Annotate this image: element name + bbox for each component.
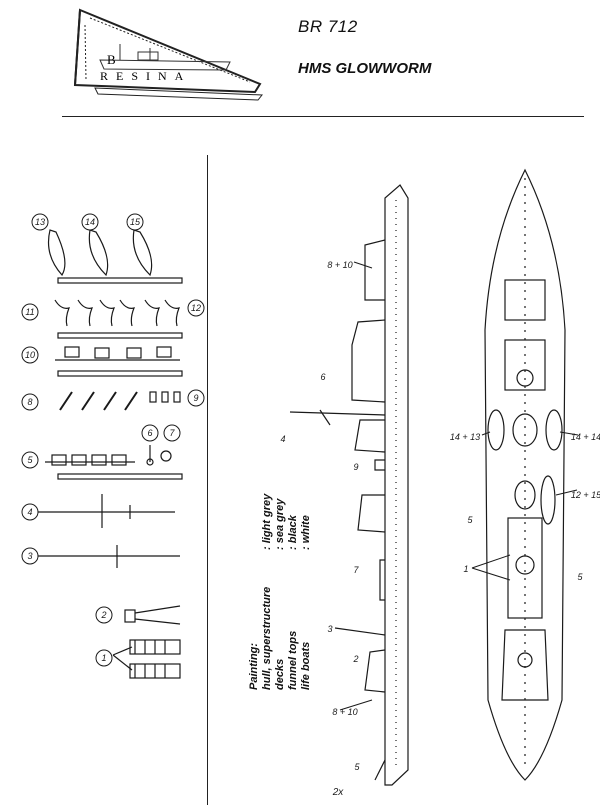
side-callout-6: 6: [320, 372, 325, 382]
quantity-label: 2x: [332, 787, 345, 798]
callout-13: 13: [35, 217, 45, 227]
painting-part: decks: [274, 658, 286, 690]
painting-title: Painting:: [248, 642, 260, 690]
painting-color: : light grey: [261, 493, 273, 550]
header-divider: [62, 116, 584, 117]
part-11-12-cranes: [54, 299, 180, 327]
top-callout-12-15: 12 + 15: [571, 490, 600, 500]
side-callout-8-10-bottom: 8 + 10: [332, 707, 357, 717]
callout-12: 12: [191, 303, 201, 313]
painting-part: hull, superstructure: [261, 586, 273, 690]
side-callout-2: 2: [352, 654, 358, 664]
side-callout-4: 4: [280, 434, 285, 444]
side-callout-7: 7: [353, 565, 359, 575]
callout-10: 10: [25, 350, 35, 360]
top-callout-5-left: 5: [467, 515, 473, 525]
side-callout-8-10-top: 8 + 10: [327, 260, 352, 270]
callout-2: 2: [100, 610, 106, 620]
logo-letter: B: [107, 52, 116, 67]
painting-color: : sea grey: [274, 498, 286, 550]
callout-4: 4: [27, 507, 32, 517]
side-callout-5: 5: [354, 762, 360, 772]
ship-side-profile: [289, 184, 409, 786]
painting-color: : white: [300, 515, 312, 550]
painting-row: decks : sea grey: [274, 494, 287, 690]
callout-7: 7: [169, 428, 175, 438]
part-3-mast: [38, 545, 180, 568]
top-callout-5-right: 5: [577, 572, 583, 582]
top-callout-14-13: 14 + 13: [450, 432, 480, 442]
top-callout-14-14: 14 + 14: [571, 432, 600, 442]
part-2-tripod: [124, 605, 181, 625]
side-callout-9: 9: [353, 462, 358, 472]
part-8-rods: [59, 391, 138, 411]
part-14-boat: [88, 229, 109, 277]
callout-8: 8: [27, 397, 32, 407]
painting-part: life boats: [300, 641, 312, 690]
callout-11: 11: [25, 307, 34, 317]
part-1-ladders: [112, 639, 181, 679]
part-13-boat: [47, 229, 66, 276]
parts-sheet: [38, 229, 183, 679]
column-divider: [207, 155, 208, 805]
ship-name: HMS GLOWWORM: [298, 60, 432, 77]
part-9-fittings: [149, 391, 181, 403]
top-callout-1: 1: [463, 564, 468, 574]
painting-instructions: Painting: hull, superstructure : light g…: [248, 494, 313, 690]
part-15-boat: [132, 229, 153, 277]
part-4-mast: [38, 494, 175, 528]
ship-top-view: [484, 168, 566, 781]
callout-1: 1: [101, 653, 106, 663]
part-6-7-fittings: [146, 445, 172, 466]
part-5-guns: [45, 454, 135, 466]
painting-row: funnel tops : black: [287, 494, 300, 690]
callout-14: 14: [85, 217, 95, 227]
painting-color: : black: [287, 515, 299, 550]
part-10-mounts: [55, 346, 180, 361]
callout-15: 15: [130, 217, 141, 227]
callout-6: 6: [147, 428, 152, 438]
painting-part: funnel tops: [287, 630, 299, 690]
logo-brand: RESINA: [100, 69, 191, 83]
callout-5: 5: [27, 455, 33, 465]
document-code: BR 712: [298, 17, 358, 36]
callout-9: 9: [193, 393, 198, 403]
callout-3: 3: [27, 551, 32, 561]
side-callout-3: 3: [327, 624, 332, 634]
painting-row: hull, superstructure : light grey: [261, 494, 274, 690]
logo-graphic: B RESINA: [73, 8, 264, 101]
leader-lines: [339, 261, 579, 711]
painting-row: life boats : white: [300, 494, 313, 690]
